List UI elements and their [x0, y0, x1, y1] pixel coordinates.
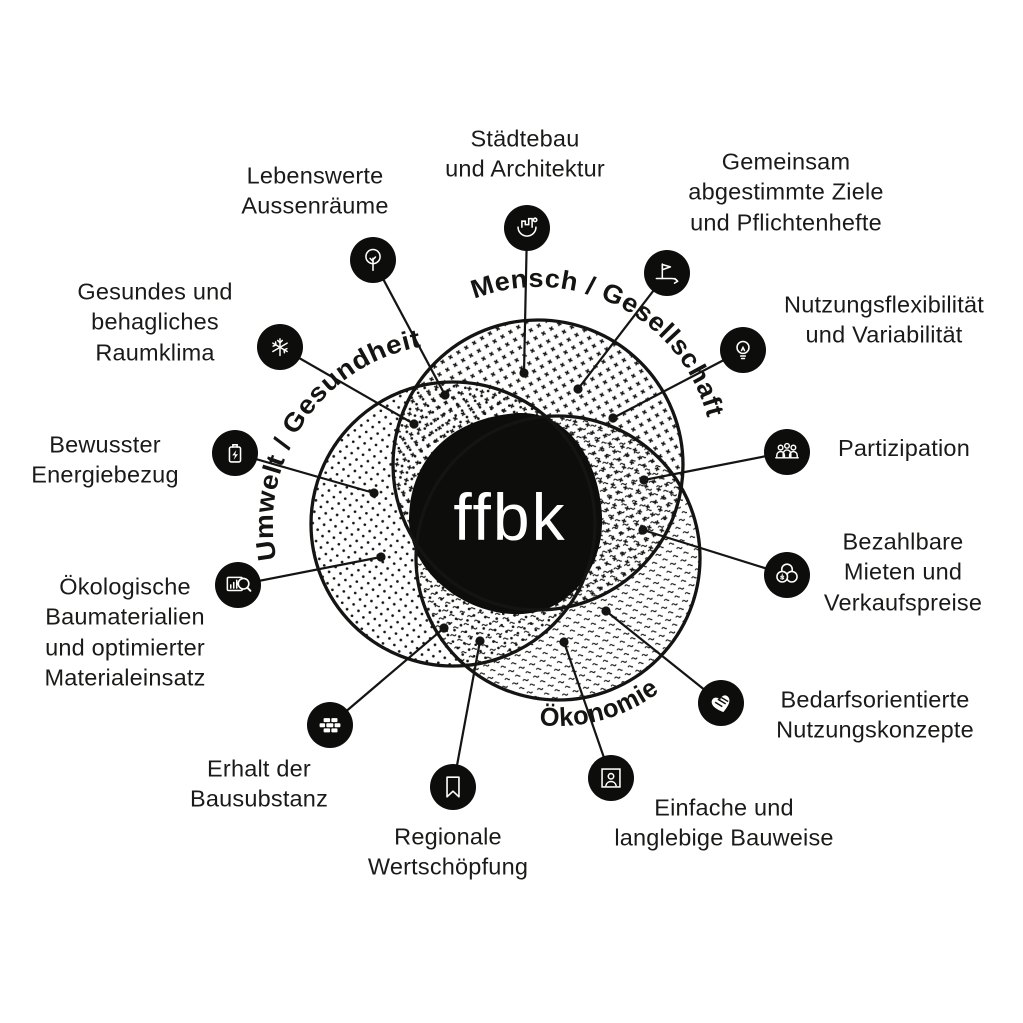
city-building-icon — [504, 205, 550, 251]
battery-energy-icon — [212, 430, 258, 476]
label-einfache-bauweise: Einfache und langlebige Bauweise — [614, 794, 834, 851]
people-group-icon — [764, 429, 810, 475]
brick-wall-icon — [307, 702, 353, 748]
center-blob — [408, 412, 603, 615]
label-oekologische-baumaterialien: Ökologische Baumaterialien und optimiert… — [44, 573, 206, 691]
ffbk-logo: ffbk — [453, 480, 566, 554]
heart-hands-icon — [698, 680, 744, 726]
label-nutzungsflexibilitaet: Nutzungsflexibilität und Variabilität — [784, 291, 984, 348]
label-partizipation: Partizipation — [838, 434, 970, 461]
bookmark-icon — [430, 764, 476, 810]
connector-lines — [234, 227, 788, 788]
connector-dots — [369, 368, 649, 647]
label-bedarfsorientierte: Bedarfsorientierte Nutzungskonzepte — [776, 686, 974, 743]
portrait-frame-icon — [588, 755, 634, 801]
label-regionale-wertschoepfung: Regionale Wertschöpfung — [367, 823, 529, 880]
coins-icon — [764, 552, 810, 598]
chart-magnifier-icon — [215, 562, 261, 608]
label-gemeinsame-ziele: Gemeinsam abgestimmte Ziele und Pflichte… — [688, 148, 884, 236]
mensch-circle-outline — [391, 318, 685, 612]
label-bewusster-energiebezug: Bewusster Energiebezug — [31, 431, 179, 488]
oekonomie-circle-outline — [414, 414, 702, 702]
label-erhalt-bausubstanz: Erhalt der Bausubstanz — [189, 755, 329, 812]
lightbulb-icon — [720, 327, 766, 373]
label-lebenswerte-aussenraeume: Lebenswerte Aussenräume — [241, 162, 389, 219]
snowflake-icon — [257, 324, 303, 370]
goal-flag-icon — [644, 250, 690, 296]
label-staedtebau: Städtebau und Architektur — [445, 125, 605, 182]
label-gesundes-raumklima: Gesundes und behagliches Raumklima — [77, 278, 233, 366]
umwelt-circle-outline — [309, 380, 597, 668]
tree-icon — [350, 237, 396, 283]
label-bezahlbare-mieten: Bezahlbare Mieten und Verkaufspreise — [823, 528, 983, 616]
